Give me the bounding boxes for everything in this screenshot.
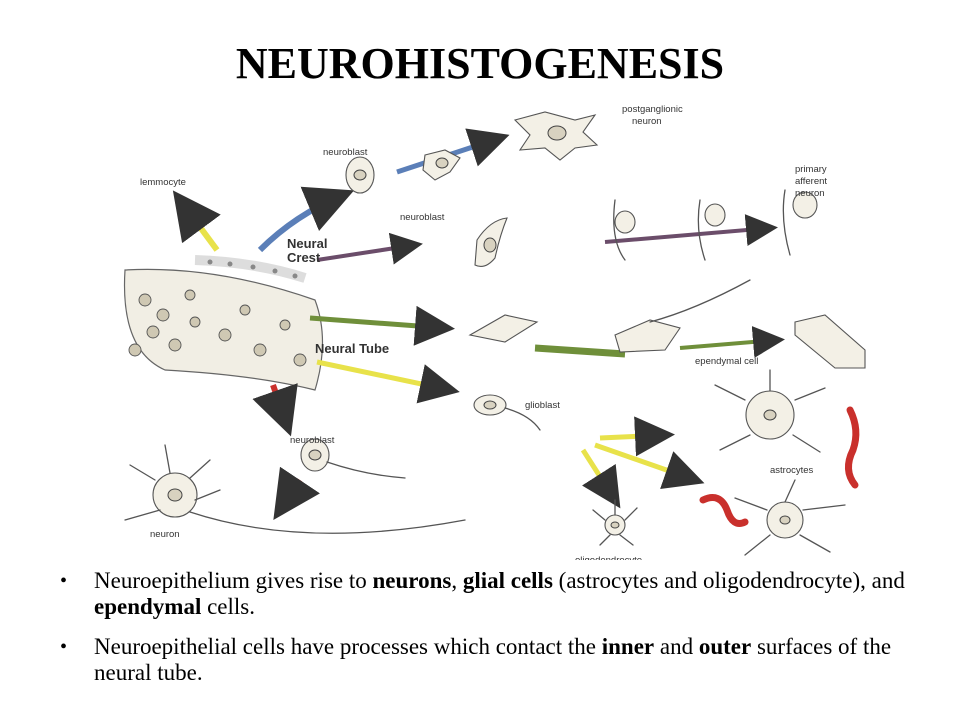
bullet-list: •Neuroepithelium gives rise to neurons, … bbox=[58, 568, 908, 700]
slide-title: NEUROHISTOGENESIS bbox=[235, 39, 725, 88]
arrow-to-neuroblast-mid bbox=[316, 232, 423, 265]
label-postganglionic: postganglionic bbox=[622, 104, 683, 115]
arrow-green-1 bbox=[309, 305, 455, 346]
label-neuron: neuron bbox=[150, 529, 180, 540]
capillary-2 bbox=[699, 494, 749, 527]
bullet-1-run-6: cells. bbox=[201, 594, 255, 619]
oligodendrocyte-cell bbox=[592, 499, 638, 546]
label-astrocytes: astrocytes bbox=[770, 465, 814, 476]
label-lemmocyte: lemmocyte bbox=[140, 177, 186, 188]
ependymal-precursor-cells bbox=[468, 279, 751, 353]
neuron-cell bbox=[124, 444, 466, 534]
label-neuroblast-low: neuroblast bbox=[290, 435, 335, 446]
bullet-text-1: Neuroepithelium gives rise to neurons, g… bbox=[94, 568, 905, 619]
label-glioblast: glioblast bbox=[525, 400, 560, 411]
neurohistogenesis-diagram: postganglionic neuron neuroblast lemmocy… bbox=[123, 104, 866, 560]
arrow-to-astrocyte-1 bbox=[599, 416, 675, 457]
bullet-text-2: Neuroepithelial cells have processes whi… bbox=[94, 634, 891, 685]
primary-afferent-neuron-cells bbox=[613, 189, 818, 261]
arrow-red-1 bbox=[252, 383, 298, 437]
label-crest: Crest bbox=[287, 250, 321, 265]
label-ependymal-cell: ependymal cell bbox=[695, 356, 758, 367]
arrow-to-primary-afferent bbox=[604, 214, 778, 246]
bullet-item-1: •Neuroepithelium gives rise to neurons, … bbox=[60, 568, 905, 619]
bullet-1-run-5: ependymal bbox=[94, 594, 202, 619]
label-oligodendrocyte: oligodendrocyte bbox=[575, 555, 642, 560]
label-neural-tube: Neural Tube bbox=[315, 341, 389, 356]
label-neuroblast-top: neuroblast bbox=[323, 147, 368, 158]
bullet-item-2: •Neuroepithelial cells have processes wh… bbox=[60, 634, 892, 685]
ependymal-cells bbox=[794, 314, 866, 369]
arrow-to-astrocyte-2 bbox=[594, 442, 705, 489]
arrow-to-oligodendrocyte bbox=[580, 448, 621, 509]
bullet-2-run-2: and bbox=[654, 634, 699, 659]
bullet-2-run-4: surfaces of the neural tube. bbox=[94, 634, 892, 685]
capillary-1 bbox=[845, 406, 860, 489]
postganglionic-neuron-cell bbox=[513, 111, 599, 161]
neuroblast-top-cells bbox=[345, 149, 461, 194]
neuroblast-low-cell bbox=[300, 438, 406, 479]
label-neural: Neural bbox=[287, 236, 327, 251]
neural-tube-epithelium bbox=[123, 255, 324, 391]
astrocyte-cells bbox=[714, 369, 846, 556]
bullet-1-run-1: neurons bbox=[372, 568, 452, 593]
arrow-to-lemmocyte bbox=[172, 190, 221, 252]
label-postganglionic-neuron: neuron bbox=[632, 116, 662, 127]
bullet-1-run-4: (astrocytes and oligodendrocyte), and bbox=[552, 568, 905, 593]
arrow-to-glioblast bbox=[316, 359, 460, 404]
arrow-green-2 bbox=[534, 344, 626, 358]
arrow-red-2 bbox=[273, 466, 320, 520]
label-neuroblast-mid: neuroblast bbox=[400, 212, 445, 223]
arrow-green-3 bbox=[679, 326, 785, 358]
bullet-1-run-0: Neuroepithelium gives rise to bbox=[94, 568, 373, 593]
bullet-2-run-1: inner bbox=[601, 634, 655, 659]
glioblast-cell bbox=[473, 394, 541, 431]
label-primary-neuron: neuron bbox=[795, 188, 825, 199]
bullet-1-run-3: glial cells bbox=[462, 568, 553, 593]
neuroblast-mid-cell bbox=[474, 217, 508, 267]
bullet-1-run-2: , bbox=[451, 568, 463, 593]
label-afferent: afferent bbox=[795, 176, 827, 187]
label-primary: primary bbox=[795, 164, 827, 175]
bullet-2-run-0: Neuroepithelial cells have processes whi… bbox=[94, 634, 602, 659]
bullet-2-run-3: outer bbox=[698, 634, 752, 659]
arrow-to-neuroblast-top bbox=[257, 186, 355, 253]
